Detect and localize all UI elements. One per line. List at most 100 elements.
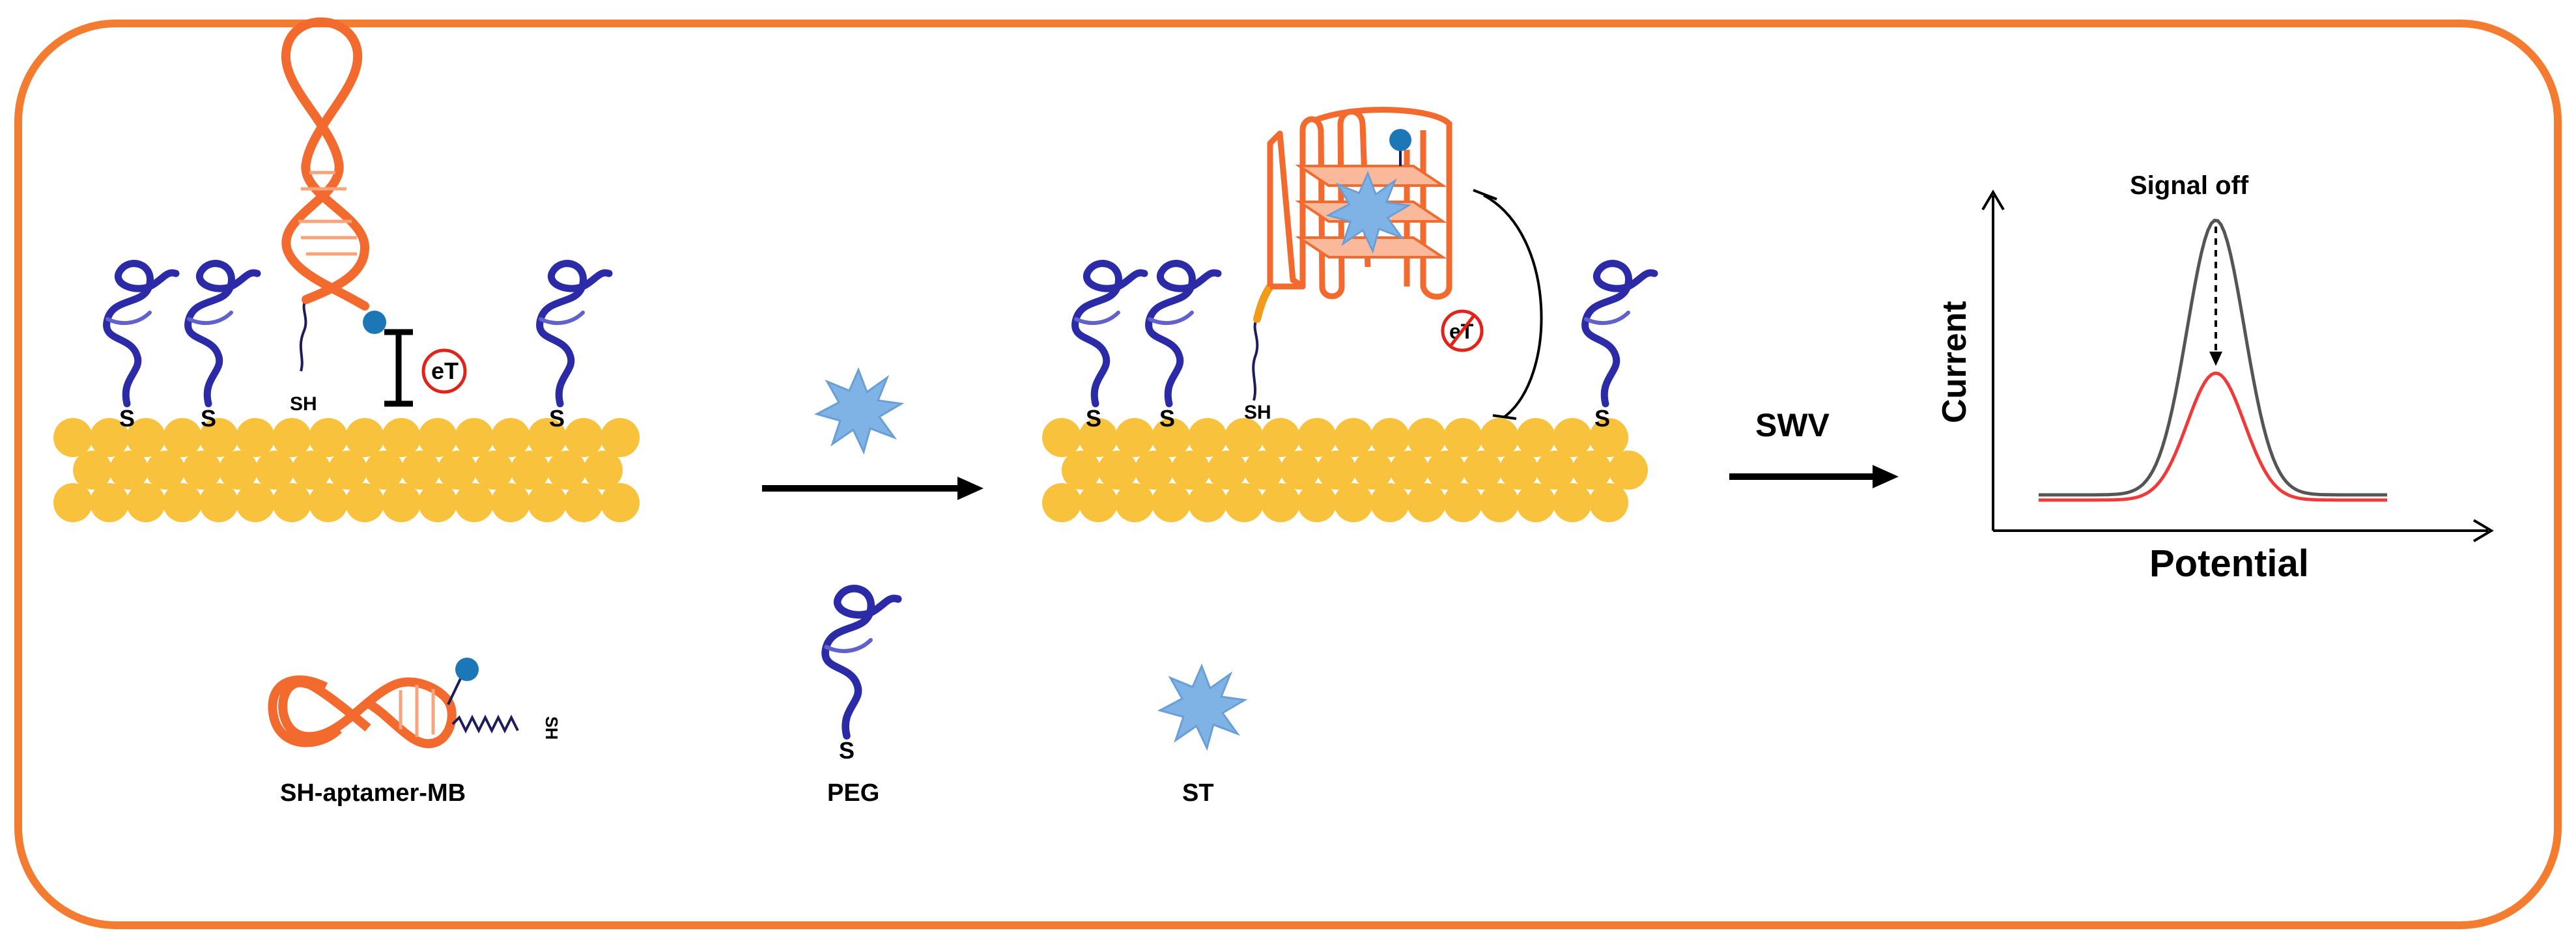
gold-nanoparticle <box>1589 483 1628 522</box>
gold-nanoparticle <box>1553 483 1592 522</box>
gold-nanoparticle <box>528 418 567 457</box>
gold-nanoparticle <box>1135 451 1174 490</box>
gold-nanoparticle <box>1152 418 1191 457</box>
gold-nanoparticle <box>528 483 567 522</box>
gold-nanoparticle <box>1297 483 1337 522</box>
gold-nanoparticle <box>90 483 129 522</box>
gold-nanoparticle <box>511 451 550 490</box>
gold-nanoparticle <box>163 483 202 522</box>
methylene-blue-label <box>1389 129 1411 151</box>
gold-nanoparticle <box>1516 483 1555 522</box>
sh-label: SH <box>1244 402 1271 423</box>
thiol-anchor-label: S <box>549 405 565 432</box>
y-axis-label: Current <box>1936 301 1974 423</box>
gold-nanoparticle <box>474 451 513 490</box>
gold-nanoparticle <box>1334 483 1373 522</box>
thiol-anchor-label: S <box>119 405 135 432</box>
gold-nanoparticle <box>491 418 530 457</box>
gold-nanoparticle <box>236 483 275 522</box>
gold-nanoparticle <box>1499 451 1538 490</box>
gold-nanoparticle <box>1042 418 1081 457</box>
gold-nanoparticle <box>328 451 367 490</box>
thiol-anchor-label: S <box>201 405 216 432</box>
gold-nanoparticle <box>1224 418 1264 457</box>
x-axis-label: Potential <box>2149 542 2309 585</box>
electron-transfer-indicator: eT <box>384 329 467 407</box>
gold-nanoparticle <box>146 451 185 490</box>
gold-nanoparticle <box>547 451 586 490</box>
gold-nanoparticle <box>1480 483 1519 522</box>
gold-nanoparticle <box>1042 483 1081 522</box>
gold-nanoparticle <box>1572 451 1611 490</box>
legend-sh-label: SH <box>542 716 561 740</box>
gold-nanoparticle <box>292 451 331 490</box>
methylene-blue-label <box>363 311 386 334</box>
gold-nanoparticle <box>53 483 92 522</box>
legend-peg-anchor: S <box>839 737 855 764</box>
gold-nanoparticle <box>1297 418 1337 457</box>
gold-nanoparticle <box>1224 483 1264 522</box>
gold-nanoparticle <box>1536 451 1575 490</box>
gold-nanoparticle <box>255 451 294 490</box>
gold-nanoparticle <box>1208 451 1247 490</box>
gold-nanoparticle <box>1261 483 1300 522</box>
gold-nanoparticle <box>455 418 494 457</box>
gold-nanoparticle <box>382 483 421 522</box>
gold-nanoparticle <box>418 418 457 457</box>
gold-nanoparticle <box>1317 451 1356 490</box>
gold-nanoparticle <box>272 483 311 522</box>
gold-nanoparticle <box>1098 451 1137 490</box>
gold-nanoparticle <box>109 451 149 490</box>
gold-nanoparticle <box>1480 418 1519 457</box>
gold-nanoparticle <box>1079 483 1118 522</box>
gold-nanoparticle <box>584 451 623 490</box>
legend-peg-label: PEG <box>827 779 879 807</box>
gold-nanoparticle <box>1281 451 1320 490</box>
gold-nanoparticle <box>1407 483 1446 522</box>
legend-st-label: ST <box>1182 779 1214 807</box>
gold-nanoparticle <box>1426 451 1465 490</box>
gold-nanoparticle <box>1443 483 1482 522</box>
gold-nanoparticle <box>1370 418 1409 457</box>
gold-nanoparticle <box>309 418 348 457</box>
swv-label: SWV <box>1755 407 1830 443</box>
gold-nanoparticle <box>53 418 92 457</box>
gold-nanoparticle <box>199 483 238 522</box>
gold-nanoparticle <box>272 418 311 457</box>
gold-nanoparticle <box>126 483 165 522</box>
gold-nanoparticle <box>182 451 221 490</box>
gold-nanoparticle <box>1516 418 1555 457</box>
gold-nanoparticle <box>1062 451 1101 490</box>
gold-nanoparticle <box>1115 483 1154 522</box>
gold-nanoparticle <box>1334 418 1373 457</box>
gold-nanoparticle <box>1443 418 1482 457</box>
gold-nanoparticle <box>1370 483 1409 522</box>
gold-nanoparticle <box>1152 483 1191 522</box>
gold-nanoparticle <box>382 418 421 457</box>
gold-nanoparticle <box>1353 451 1393 490</box>
sh-label: SH <box>290 393 317 415</box>
thiol-anchor-label: S <box>1594 405 1610 432</box>
gold-nanoparticle <box>1407 418 1446 457</box>
legend-aptamer-label: SH-aptamer-MB <box>280 779 466 807</box>
gold-nanoparticle <box>1244 451 1283 490</box>
gold-nanoparticle <box>1079 418 1118 457</box>
signal-off-label: Signal off <box>2130 171 2249 200</box>
gold-nanoparticle <box>1115 418 1154 457</box>
gold-nanoparticle <box>126 418 165 457</box>
gold-nanoparticle <box>236 418 275 457</box>
gold-nanoparticle <box>1589 418 1628 457</box>
right-arrow-icon <box>762 477 984 500</box>
gold-nanoparticle <box>1188 418 1227 457</box>
thiol-anchor-label: S <box>1086 405 1101 432</box>
gold-nanoparticle <box>1261 418 1300 457</box>
svg-text:eT: eT <box>431 357 459 384</box>
electron-transfer-blocked-indicator: eT <box>1441 189 1543 420</box>
gold-nanoparticle <box>73 451 112 490</box>
aptamer-hairpin-icon <box>281 17 386 372</box>
curve-before-target <box>2039 218 2387 497</box>
gold-nanoparticle <box>455 483 494 522</box>
right-arrow-icon <box>1729 465 1899 488</box>
gold-nanoparticle <box>401 451 440 490</box>
